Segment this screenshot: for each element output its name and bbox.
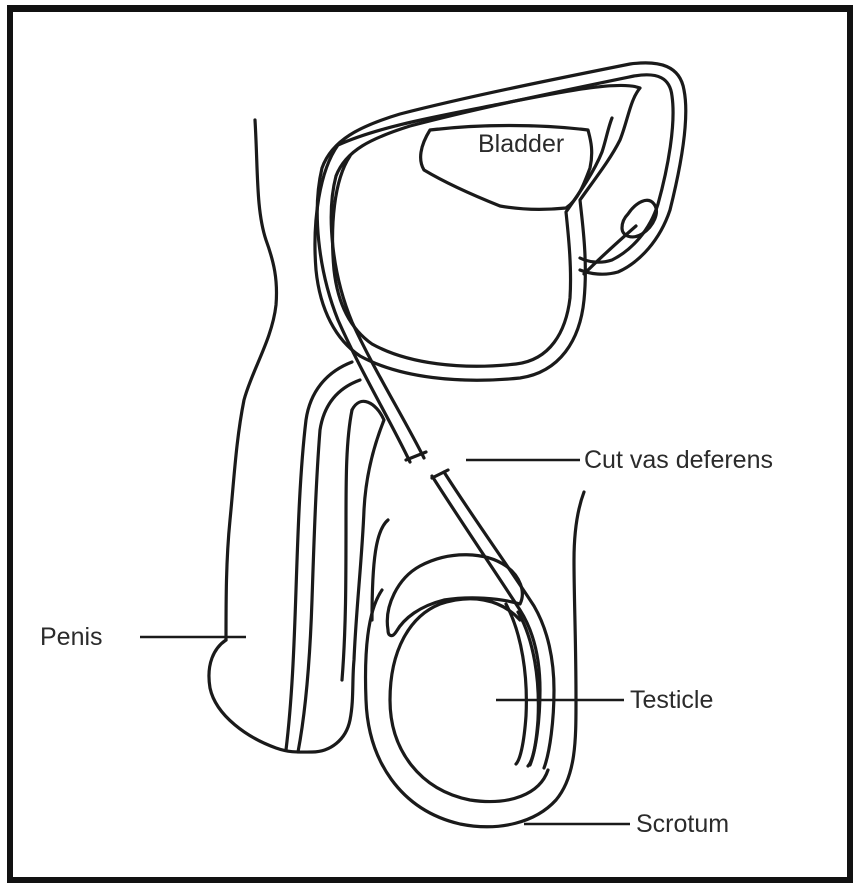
label-scrotum: Scrotum bbox=[636, 810, 729, 838]
epididymis-head bbox=[387, 555, 522, 636]
label-bladder: Bladder bbox=[478, 130, 564, 158]
epididymis-coil-1 bbox=[518, 612, 538, 766]
label-cut-vas-deferens: Cut vas deferens bbox=[584, 446, 773, 474]
outer-border bbox=[10, 8, 850, 880]
penis-urethra-outer bbox=[286, 362, 352, 750]
penis-urethra-inner bbox=[298, 380, 360, 752]
penis-shaft-inner bbox=[342, 410, 352, 680]
label-penis: Penis bbox=[40, 623, 103, 651]
label-testicle: Testicle bbox=[630, 686, 713, 714]
body-outline bbox=[226, 120, 277, 640]
vas-deferens-loop-outer bbox=[317, 63, 686, 462]
epididymis-coil-2 bbox=[506, 604, 526, 764]
bladder-inner bbox=[333, 118, 612, 366]
